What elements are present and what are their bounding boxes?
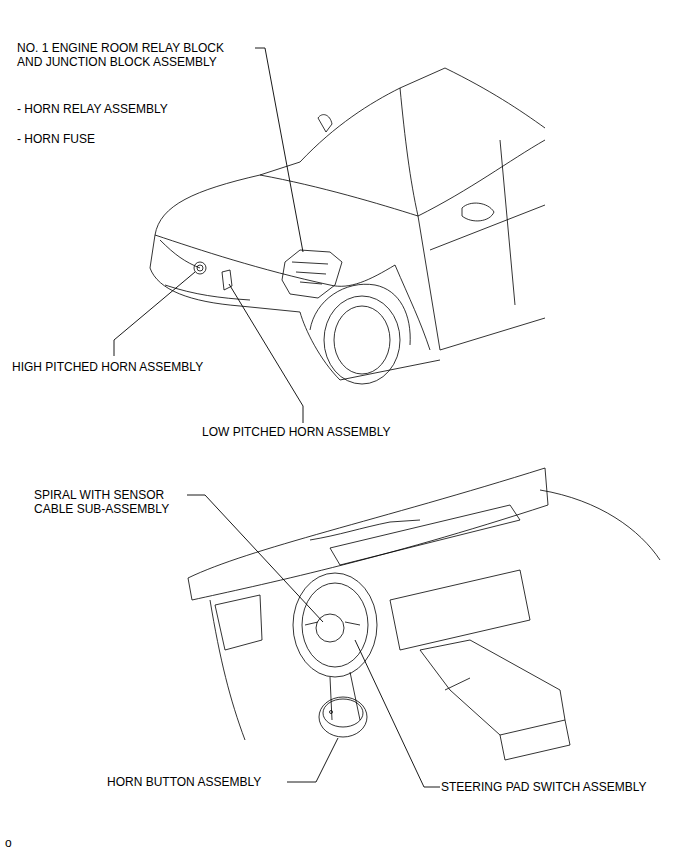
part-sublabel: - HORN RELAY ASSEMBLY <box>17 102 168 116</box>
part-label: HORN BUTTON ASSEMBLY <box>107 775 261 789</box>
car-body <box>150 68 545 384</box>
part-label: LOW PITCHED HORN ASSEMBLY <box>202 425 390 439</box>
interior-dash <box>188 468 660 760</box>
part-label: STEERING PAD SWITCH ASSEMBLY <box>441 780 647 794</box>
horn-button-pad <box>319 697 367 737</box>
part-label: HIGH PITCHED HORN ASSEMBLY <box>12 360 203 374</box>
part-sublabel: - HORN FUSE <box>17 132 95 146</box>
figure-code: o <box>5 836 12 850</box>
part-label: SPIRAL WITH SENSOR CABLE SUB-ASSEMBLY <box>34 488 184 516</box>
horn-symbols <box>194 262 232 290</box>
leader-lines <box>114 48 440 787</box>
part-label: NO. 1 ENGINE ROOM RELAY BLOCK AND JUNCTI… <box>17 41 242 69</box>
relay-block <box>282 250 342 298</box>
